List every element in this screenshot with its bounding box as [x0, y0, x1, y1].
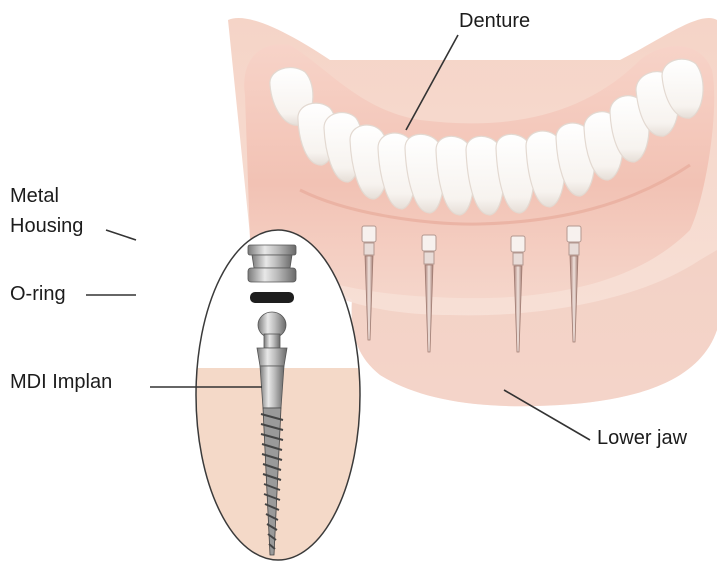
leader-metal-housing	[106, 230, 136, 240]
label-mdi-implant: MDI Implan	[10, 369, 112, 395]
label-lower-jaw: Lower jaw	[597, 425, 687, 451]
label-o-ring: O-ring	[10, 281, 66, 307]
label-metal-housing-line1: Metal	[10, 181, 83, 211]
o-ring	[250, 292, 294, 303]
label-denture: Denture	[459, 8, 530, 34]
label-metal-housing: Metal Housing	[10, 181, 83, 241]
metal-housing	[248, 245, 296, 282]
label-metal-housing-line2: Housing	[10, 211, 83, 241]
